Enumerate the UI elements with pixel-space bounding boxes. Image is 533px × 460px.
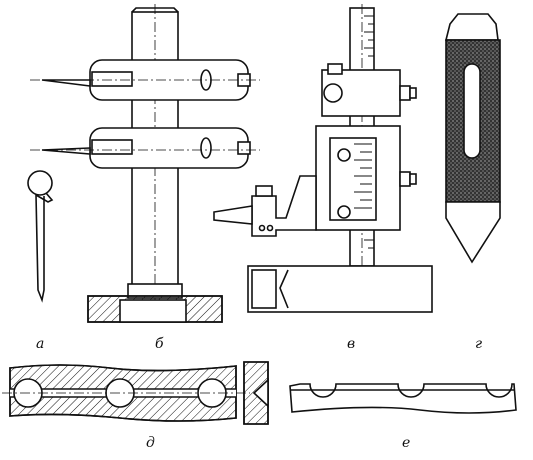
surface-gauge-b [30, 4, 260, 323]
section-d [2, 361, 269, 425]
scriber-a [27, 170, 54, 303]
label-b: б [155, 336, 164, 352]
knurled-scriber-g [444, 13, 501, 264]
label-d: д [146, 435, 155, 451]
height-gauge-v [213, 4, 433, 313]
label-g: г [475, 336, 482, 352]
label-v: в [347, 336, 355, 352]
profile-e [289, 383, 517, 414]
label-e: е [402, 435, 410, 451]
label-a: а [36, 336, 44, 352]
